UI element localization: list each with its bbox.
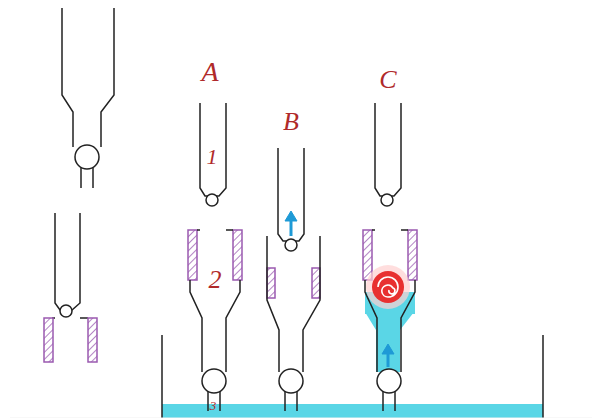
unit-letter: B	[283, 109, 299, 135]
unit-letter: A	[201, 58, 218, 86]
part-number: 2	[209, 267, 222, 293]
part-number: 1	[207, 146, 218, 168]
part-number: 3	[210, 399, 217, 412]
unit-letter: C	[379, 67, 396, 93]
